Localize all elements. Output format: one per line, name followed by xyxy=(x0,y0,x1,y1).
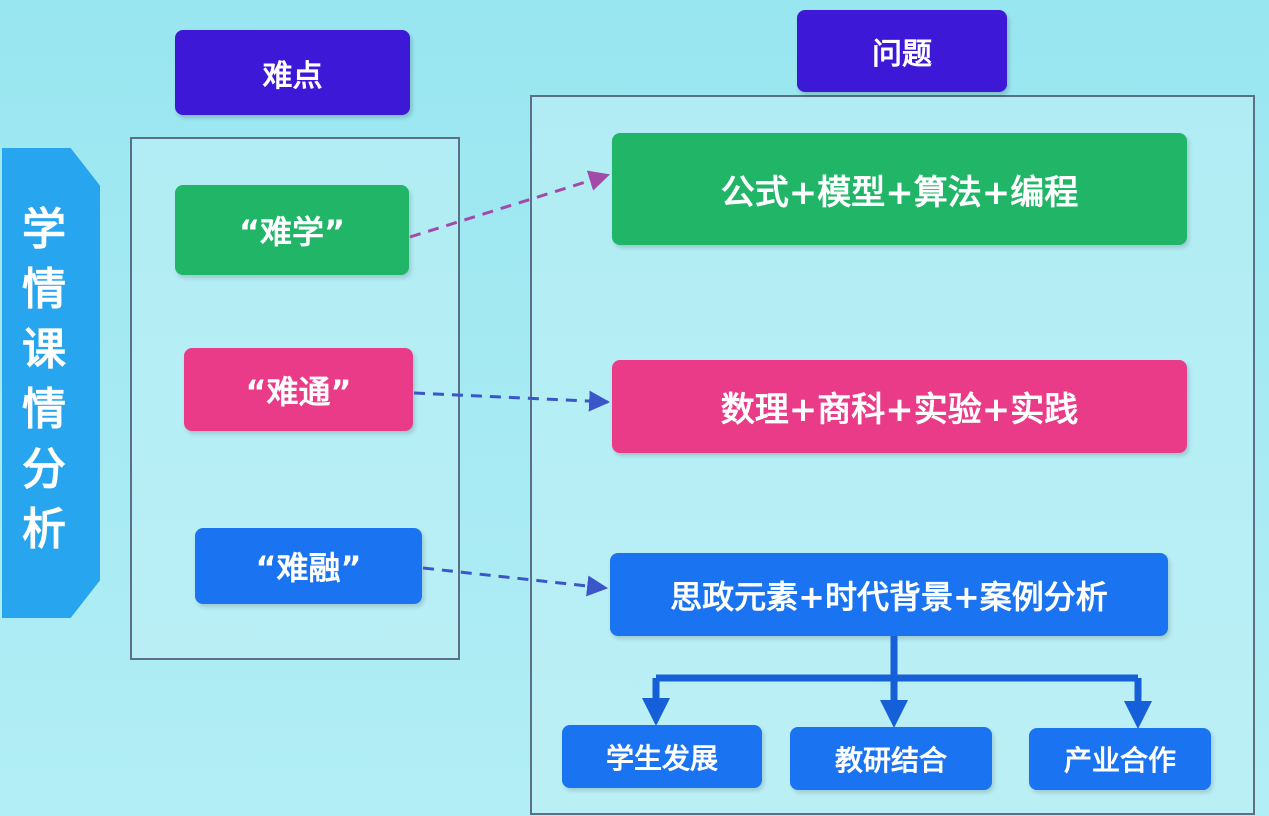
outcome-student-box: 学生发展 xyxy=(562,725,762,788)
difficulty-learn-box: “难学” xyxy=(175,185,409,275)
problems-header: 问题 xyxy=(797,10,1007,92)
problem-formula-box: 公式+模型+算法+编程 xyxy=(612,133,1187,245)
side-label-bar xyxy=(2,148,100,618)
branch-connector xyxy=(642,636,1152,729)
outcome-industry-box: 产业合作 xyxy=(1029,728,1211,790)
problem-math-box: 数理+商科+实验+实践 xyxy=(612,360,1187,453)
outcome-research-box: 教研结合 xyxy=(790,727,992,790)
problem-ideology-box: 思政元素+时代背景+案例分析 xyxy=(610,553,1168,636)
dashed-arrow-integrate xyxy=(422,566,609,597)
dashed-arrow-learn xyxy=(409,170,611,239)
difficulty-connect-box: “难通” xyxy=(184,348,413,431)
difficulties-header: 难点 xyxy=(175,30,410,115)
side-label-text: 学情课情分析 xyxy=(22,204,66,555)
dashed-arrow-connect xyxy=(413,390,611,412)
difficulty-integrate-box: “难融” xyxy=(195,528,422,604)
